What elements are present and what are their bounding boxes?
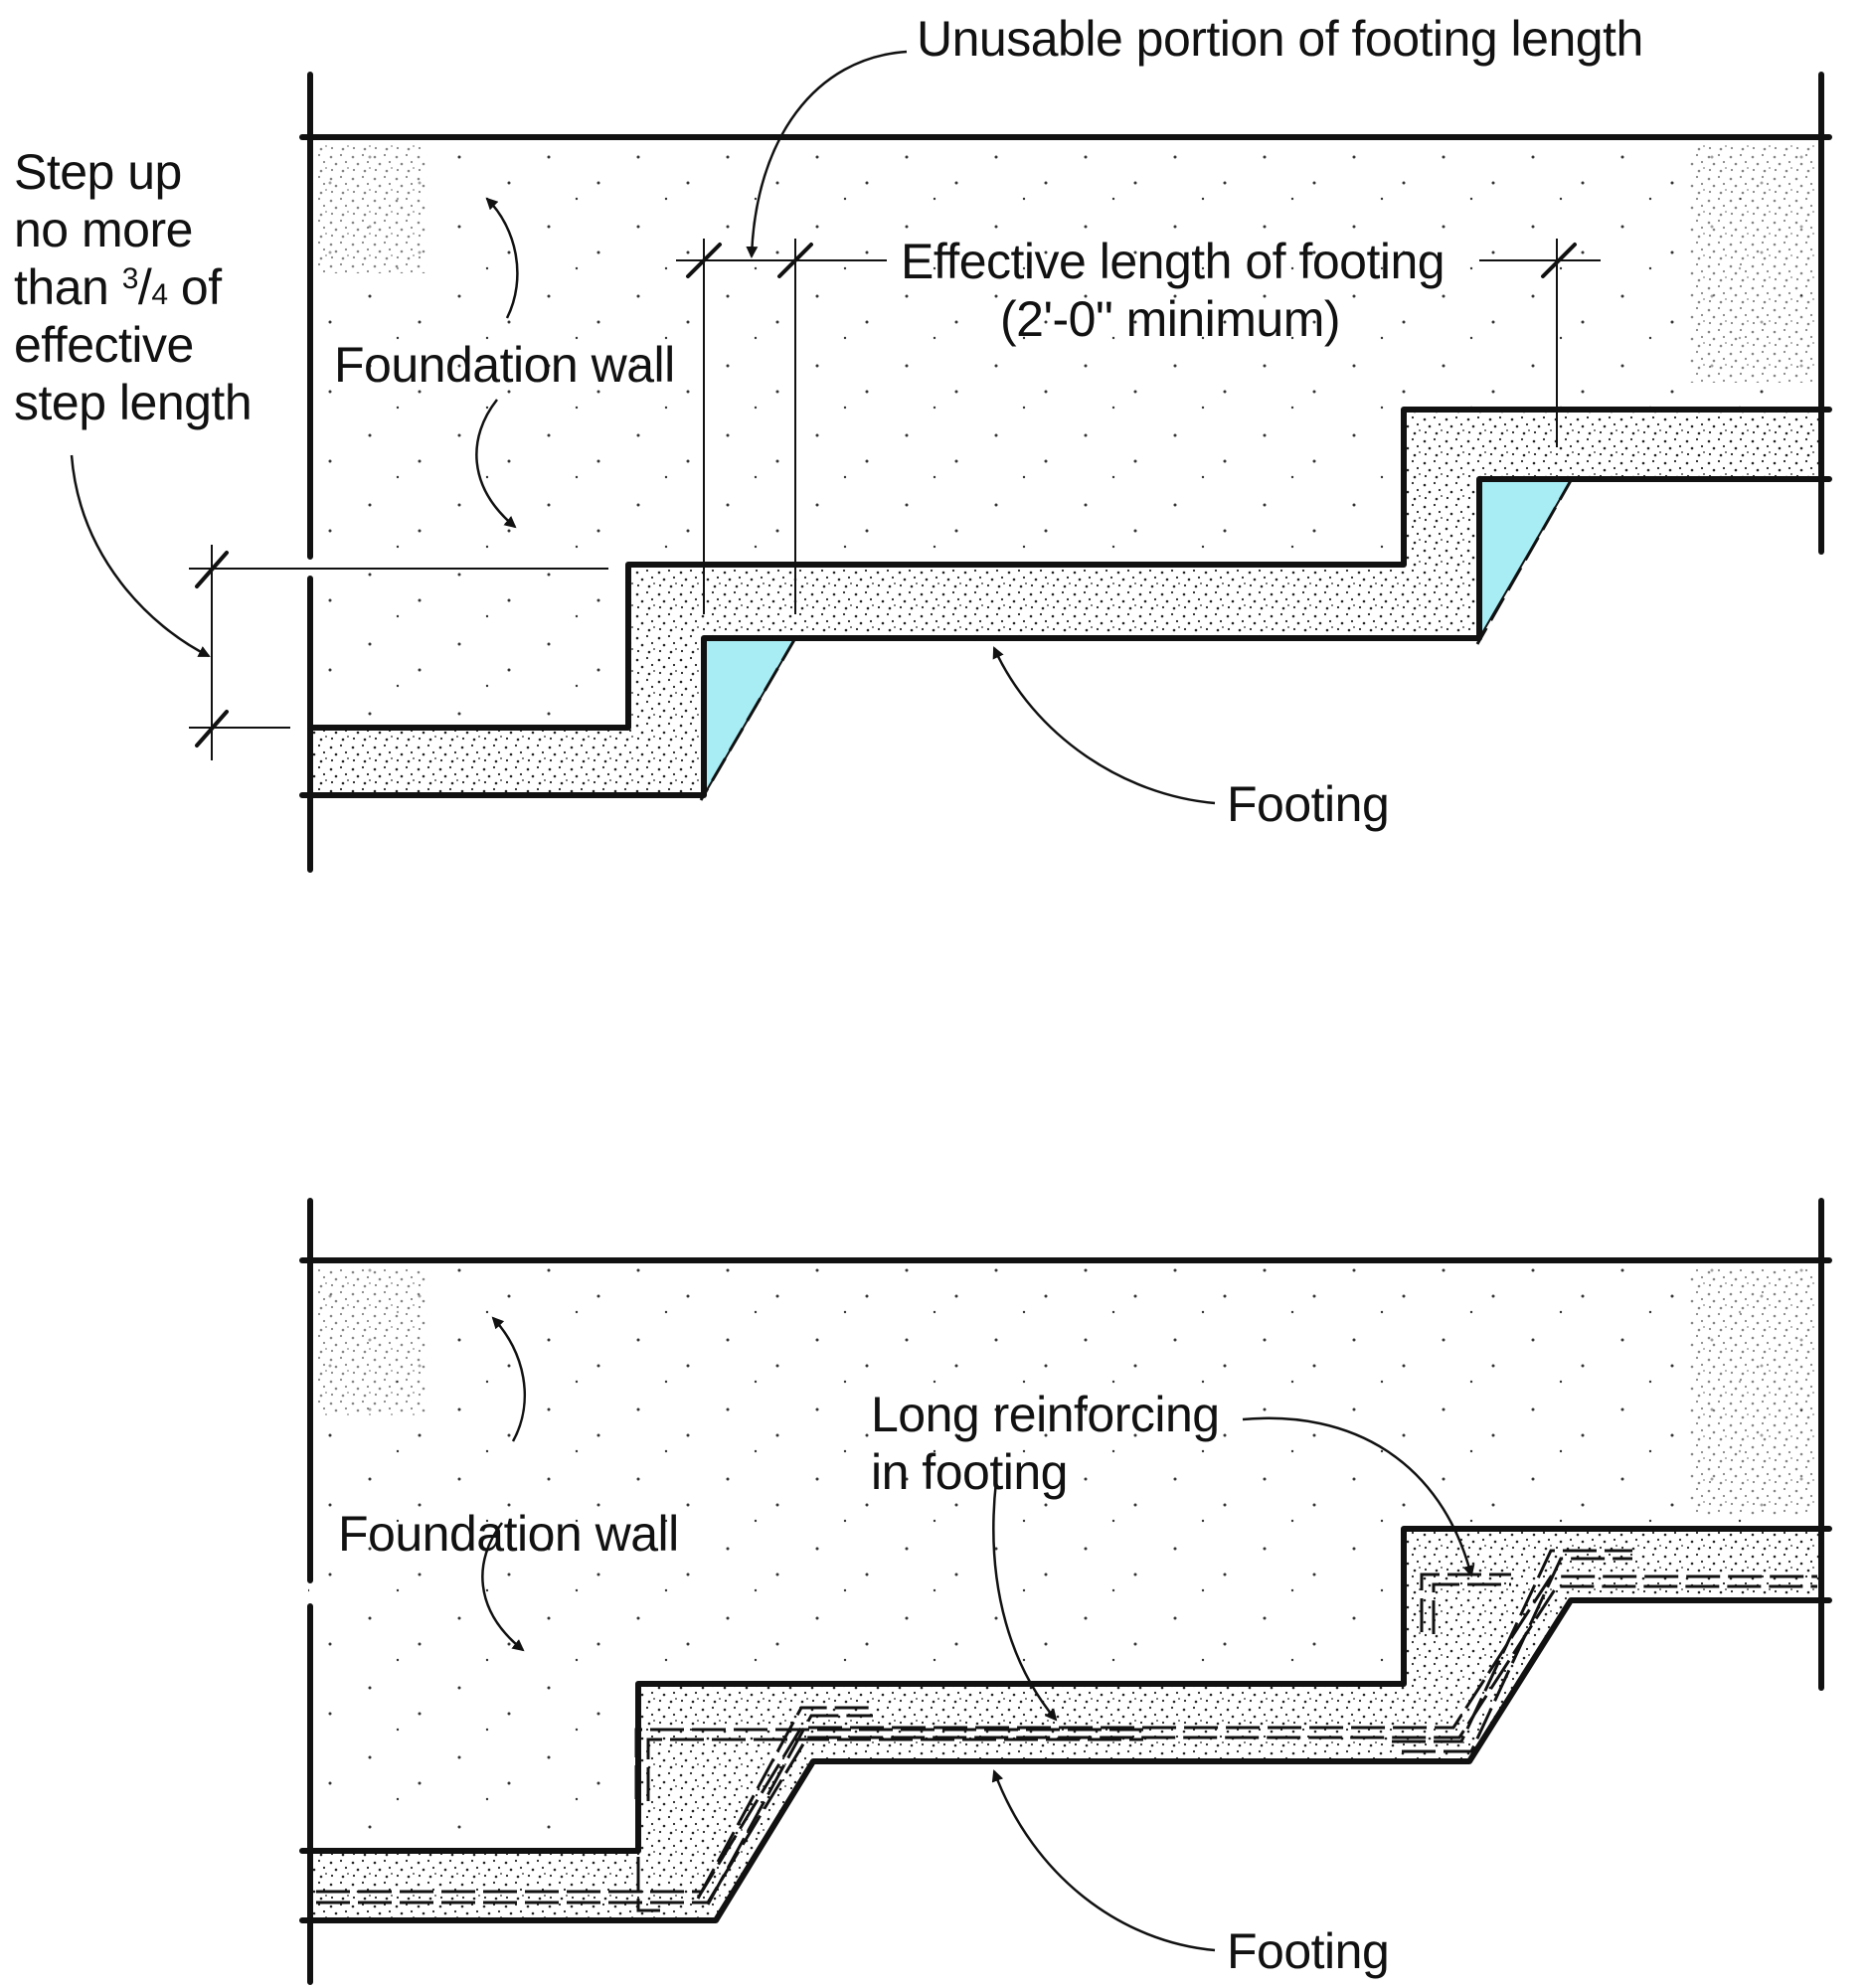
curved-arrow-icon bbox=[481, 1522, 525, 1652]
bottom-reinforcing bbox=[316, 1549, 1817, 1912]
top-footing-top-line bbox=[307, 407, 1832, 731]
top-unusable-slope-left bbox=[699, 637, 797, 801]
curved-arrow-icon bbox=[485, 197, 519, 319]
bottom-wall-label: Foundation wall bbox=[338, 1506, 679, 1562]
bottom-footing-fill bbox=[308, 1529, 1821, 1920]
bottom-footing-label: Footing bbox=[1227, 1923, 1389, 1979]
top-wall-label: Foundation wall bbox=[334, 337, 675, 393]
bottom-wall-stipple-left bbox=[318, 1266, 427, 1415]
top-unusable-label: Unusable portion of footing length bbox=[917, 11, 1643, 67]
top-unusable-slope-right bbox=[1475, 476, 1575, 645]
bottom-reinforcing-label-2: in footing bbox=[871, 1444, 1068, 1500]
bottom-diagram: Foundation wall Long reinforcing in foot… bbox=[299, 1198, 1832, 1985]
curved-arrow-icon bbox=[491, 1316, 526, 1442]
top-wall-stipple-left bbox=[318, 144, 427, 273]
top-wall-stipple-right bbox=[1690, 144, 1814, 383]
top-step-tick-top bbox=[195, 551, 229, 588]
bottom-footing-top-line bbox=[299, 1526, 1832, 1854]
top-eff-tick-3 bbox=[1541, 243, 1577, 278]
curved-arrow-icon bbox=[1242, 1416, 1475, 1577]
bottom-foundation-wall-fill bbox=[308, 1260, 1821, 1851]
bottom-footing-bottom-line bbox=[299, 1597, 1832, 1923]
top-footing-fill bbox=[308, 410, 1821, 795]
top-footing-bottom-line bbox=[299, 476, 1832, 798]
top-footing-label: Footing bbox=[1227, 776, 1389, 832]
bottom-wall-stipple-right bbox=[1690, 1266, 1814, 1515]
top-effective-label-1: Effective length of footing bbox=[901, 234, 1445, 289]
bottom-reinforcing-label-1: Long reinforcing bbox=[871, 1387, 1220, 1442]
curved-arrow-icon bbox=[70, 454, 211, 658]
curved-arrow-icon bbox=[992, 1480, 1058, 1722]
curved-arrow-icon bbox=[992, 646, 1216, 805]
top-diagram: Step up no more than 3/4 of effective st… bbox=[14, 11, 1832, 873]
top-step-label: Step up no more than 3/4 of effective st… bbox=[14, 144, 252, 430]
curved-arrow-icon bbox=[475, 399, 517, 529]
top-foundation-wall-fill bbox=[308, 137, 1821, 726]
top-eff-tick-1 bbox=[686, 243, 722, 278]
curved-arrow-icon bbox=[746, 50, 908, 258]
top-effective-label-2: (2'-0" minimum) bbox=[1000, 291, 1340, 347]
curved-arrow-icon bbox=[991, 1769, 1216, 1952]
top-eff-tick-2 bbox=[777, 243, 813, 278]
top-step-tick-bottom bbox=[195, 710, 229, 747]
